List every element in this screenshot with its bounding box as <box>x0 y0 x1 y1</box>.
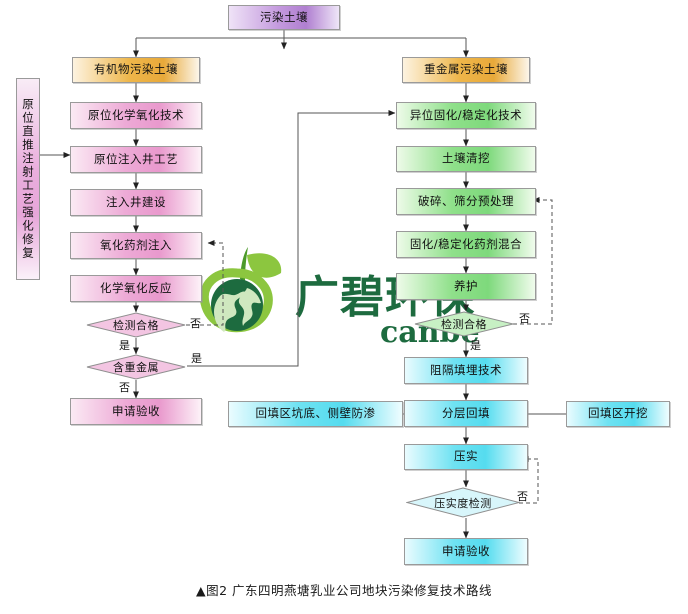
edge-label-left-check-no: 否 <box>190 317 201 330</box>
node-right-after-1[interactable]: 阻隔填埋技术 <box>404 357 528 384</box>
node-side-vertical-process[interactable]: 原位直推注射工艺强化修复 <box>16 78 40 280</box>
edge-label-left-metal-yes: 是 <box>191 352 202 365</box>
decision-right-check-label: 检测合格 <box>441 318 487 331</box>
node-right-end[interactable]: 申请验收 <box>404 538 528 565</box>
node-left-4[interactable]: 氧化药剂注入 <box>70 232 202 259</box>
edge-label-right-check-yes: 是 <box>470 339 481 352</box>
decision-right-check[interactable]: 检测合格 <box>414 311 514 337</box>
decision-left-check[interactable]: 检测合格 <box>86 312 186 338</box>
edge-label-left-metal-no: 否 <box>119 381 130 394</box>
figure-caption: ▲图2 广东四明燕塘乳业公司地块污染修复技术路线 <box>195 583 493 598</box>
decision-left-metal[interactable]: 含重金属 <box>86 354 186 380</box>
node-left-end[interactable]: 申请验收 <box>70 398 202 425</box>
node-right-5[interactable]: 养护 <box>396 273 536 300</box>
decision-left-metal-label: 含重金属 <box>113 361 159 374</box>
node-source[interactable]: 污染土壤 <box>228 5 340 30</box>
edge-label-right-check-no: 否 <box>519 312 530 325</box>
node-left-1[interactable]: 原位化学氧化技术 <box>70 102 202 129</box>
node-right-after-2[interactable]: 分层回填 <box>404 400 528 427</box>
node-right-1[interactable]: 异位固化/稳定化技术 <box>396 102 536 129</box>
node-branch-metal[interactable]: 重金属污染土壤 <box>402 57 530 83</box>
decision-compaction-test-label: 压实度检测 <box>434 496 492 510</box>
node-aux-excavate[interactable]: 回填区开挖 <box>566 401 670 427</box>
node-right-2[interactable]: 土壤清挖 <box>396 146 536 172</box>
node-right-after-3[interactable]: 压实 <box>404 444 528 470</box>
decision-compaction-test[interactable]: 压实度检测 <box>406 487 520 518</box>
node-left-2[interactable]: 原位注入井工艺 <box>70 146 202 173</box>
node-right-4[interactable]: 固化/稳定化药剂混合 <box>396 231 536 258</box>
node-aux-liner[interactable]: 回填区坑底、侧壁防渗 <box>228 401 403 427</box>
edge-label-left-check-yes: 是 <box>119 339 130 352</box>
node-left-3[interactable]: 注入井建设 <box>70 189 202 216</box>
node-branch-organic[interactable]: 有机物污染土壤 <box>72 57 200 83</box>
node-right-3[interactable]: 破碎、筛分预处理 <box>396 188 536 215</box>
node-left-5[interactable]: 化学氧化反应 <box>70 275 202 302</box>
decision-left-check-label: 检测合格 <box>113 319 159 332</box>
edge-label-compaction-no: 否 <box>517 490 528 503</box>
